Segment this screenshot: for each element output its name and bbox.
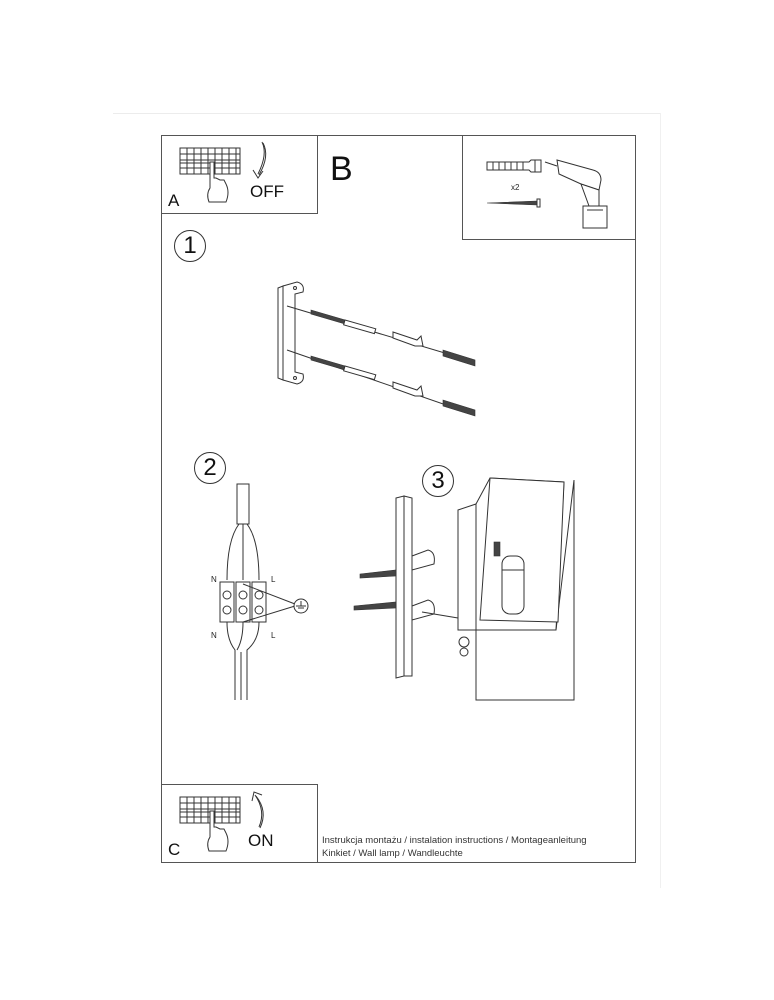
terminal-label-l-bottom: L xyxy=(271,631,276,640)
drill-icon xyxy=(544,159,608,229)
terminal-label-n-bottom: N xyxy=(211,631,217,640)
circuit-breaker-hand-off-icon xyxy=(179,147,241,203)
wall-plug-icon xyxy=(486,159,542,173)
lamp-assembly-icon xyxy=(353,477,575,701)
screw-icon xyxy=(486,198,541,208)
circuit-breaker-hand-on-icon xyxy=(179,796,241,852)
page-edge-right xyxy=(660,113,661,888)
caption-line-1: Instrukcja montażu / instalation instruc… xyxy=(322,835,587,846)
panel-a: A OFF xyxy=(161,135,318,214)
panel-b-tools: x2 xyxy=(462,135,636,240)
page-edge-top xyxy=(113,113,661,114)
caption-line-2: Kinkiet / Wall lamp / Wandleuchte xyxy=(322,848,463,859)
step-2-badge: 2 xyxy=(194,452,226,484)
wiring-terminal-icon: N L N L xyxy=(211,483,309,700)
terminal-label-l-top: L xyxy=(271,575,276,584)
panel-c: C ON xyxy=(161,784,318,863)
on-label: ON xyxy=(248,831,274,850)
arrow-up-icon xyxy=(251,791,264,829)
step-1-badge: 1 xyxy=(174,230,206,262)
off-label: OFF xyxy=(250,182,284,201)
panel-a-letter: A xyxy=(168,191,180,210)
terminal-label-n-top: N xyxy=(211,575,217,584)
quantity-label: x2 xyxy=(511,183,520,192)
arrow-down-icon xyxy=(252,141,267,179)
step-3-badge: 3 xyxy=(422,465,454,497)
instruction-frame xyxy=(161,135,636,863)
panel-c-letter: C xyxy=(168,840,181,859)
bracket-mounting-icon xyxy=(277,281,476,417)
panel-b-letter: B xyxy=(330,150,353,188)
